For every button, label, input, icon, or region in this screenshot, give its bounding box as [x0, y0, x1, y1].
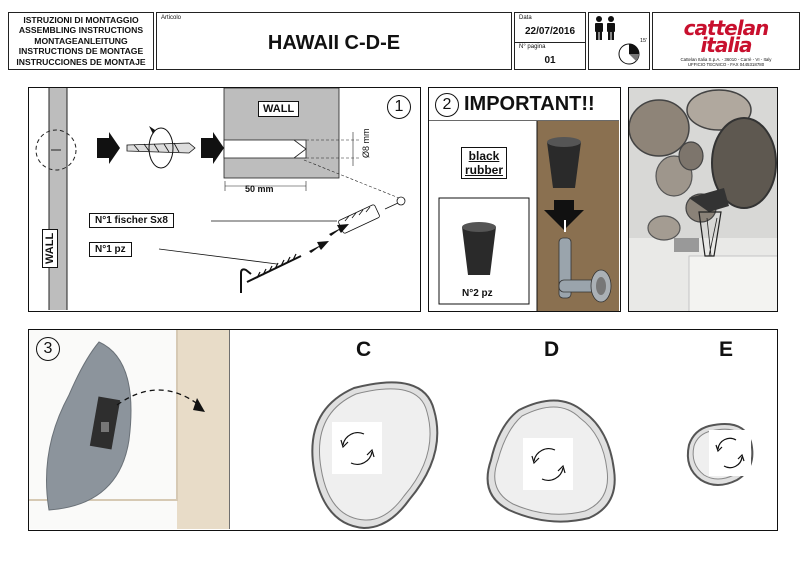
data-label: Data — [519, 15, 532, 21]
important-title: IMPORTANT!! — [464, 93, 595, 115]
room-photo — [628, 87, 778, 312]
two-person-icon — [595, 16, 640, 65]
wall-label-side: WALL — [42, 228, 58, 268]
article-block: Articolo HAWAII C-D-E — [156, 12, 512, 70]
mirror-label-e: E — [719, 338, 734, 361]
mirror-label-c: C — [356, 338, 372, 361]
date-value: 22/07/2016 — [524, 26, 576, 37]
diameter-label: Ø8 mm — [361, 128, 371, 158]
company-address: Cattelan Italia S.p.A. - 36010 - Carrè -… — [680, 57, 772, 62]
pz-label: N°1 pz — [89, 242, 132, 257]
rotate-icon — [332, 422, 751, 490]
instructions-line: INSTRUCTIONS DE MONTAGE — [18, 46, 144, 57]
rubber-label-line: black — [468, 149, 500, 163]
date-block: Data 22/07/2016 N° pagina 01 — [514, 12, 586, 70]
mirror-label-d: D — [544, 338, 560, 361]
articolo-label: Articolo — [161, 15, 182, 21]
mirror-photo-illustration — [629, 88, 777, 311]
divider — [515, 42, 585, 43]
time-label: 15' — [640, 38, 648, 44]
pagina-label: N° pagina — [519, 44, 546, 50]
step-number-1: 1 — [387, 95, 411, 119]
instructions-line: MONTAGEANLEITUNG — [34, 35, 128, 46]
depth-label: 50 mm — [245, 184, 274, 194]
step2-panel: 2 IMPORTANT!! black rubber N°2 pz — [428, 87, 621, 312]
instructions-line: INSTRUCCIONES DE MONTAJE — [16, 56, 146, 67]
drill-bit-icon — [126, 126, 196, 169]
brand-block: cattelan italia Cattelan Italia S.p.A. -… — [652, 12, 800, 70]
step1-panel: 1 WALL WALL Ø8 mm 50 mm N°1 fischer Sx8 … — [28, 87, 421, 312]
instructions-title-block: ISTRUZIONI DI MONTAGGIO ASSEMBLING INSTR… — [8, 12, 154, 70]
time-clock-icon — [618, 43, 640, 65]
drilling-diagram — [35, 88, 406, 310]
step3-panel: 3 C D E — [28, 329, 778, 531]
wall-label-top: WALL — [258, 101, 300, 117]
fischer-label: N°1 fischer Sx8 — [89, 213, 174, 228]
logo-line1: cattelan — [683, 16, 770, 40]
rubber-count: N°2 pz — [462, 288, 493, 299]
wall-plug-icon — [338, 196, 406, 234]
wall-hook-icon — [558, 220, 612, 303]
rubber-cap-icon — [462, 137, 581, 275]
page-title: HAWAII C-D-E — [267, 32, 401, 54]
logo-line2: italia — [700, 33, 752, 57]
hook-screw-icon — [240, 253, 302, 293]
company-fax: UFFICIO TECNICO - FAX 0445318780 — [687, 62, 765, 67]
instructions-line: ISTRUZIONI DI MONTAGGIO — [23, 14, 139, 25]
step-number-2: 2 — [435, 93, 459, 117]
icons-block: 15' — [588, 12, 650, 70]
page-number: 01 — [544, 55, 556, 66]
rubber-label-line: rubber — [465, 163, 504, 177]
step-number-3: 3 — [36, 337, 60, 361]
instructions-line: ASSEMBLING INSTRUCTIONS — [18, 25, 144, 36]
rubber-diagram — [429, 120, 619, 312]
mirror-layout-diagram — [29, 330, 754, 529]
black-rubber-label: black rubber — [461, 147, 508, 179]
